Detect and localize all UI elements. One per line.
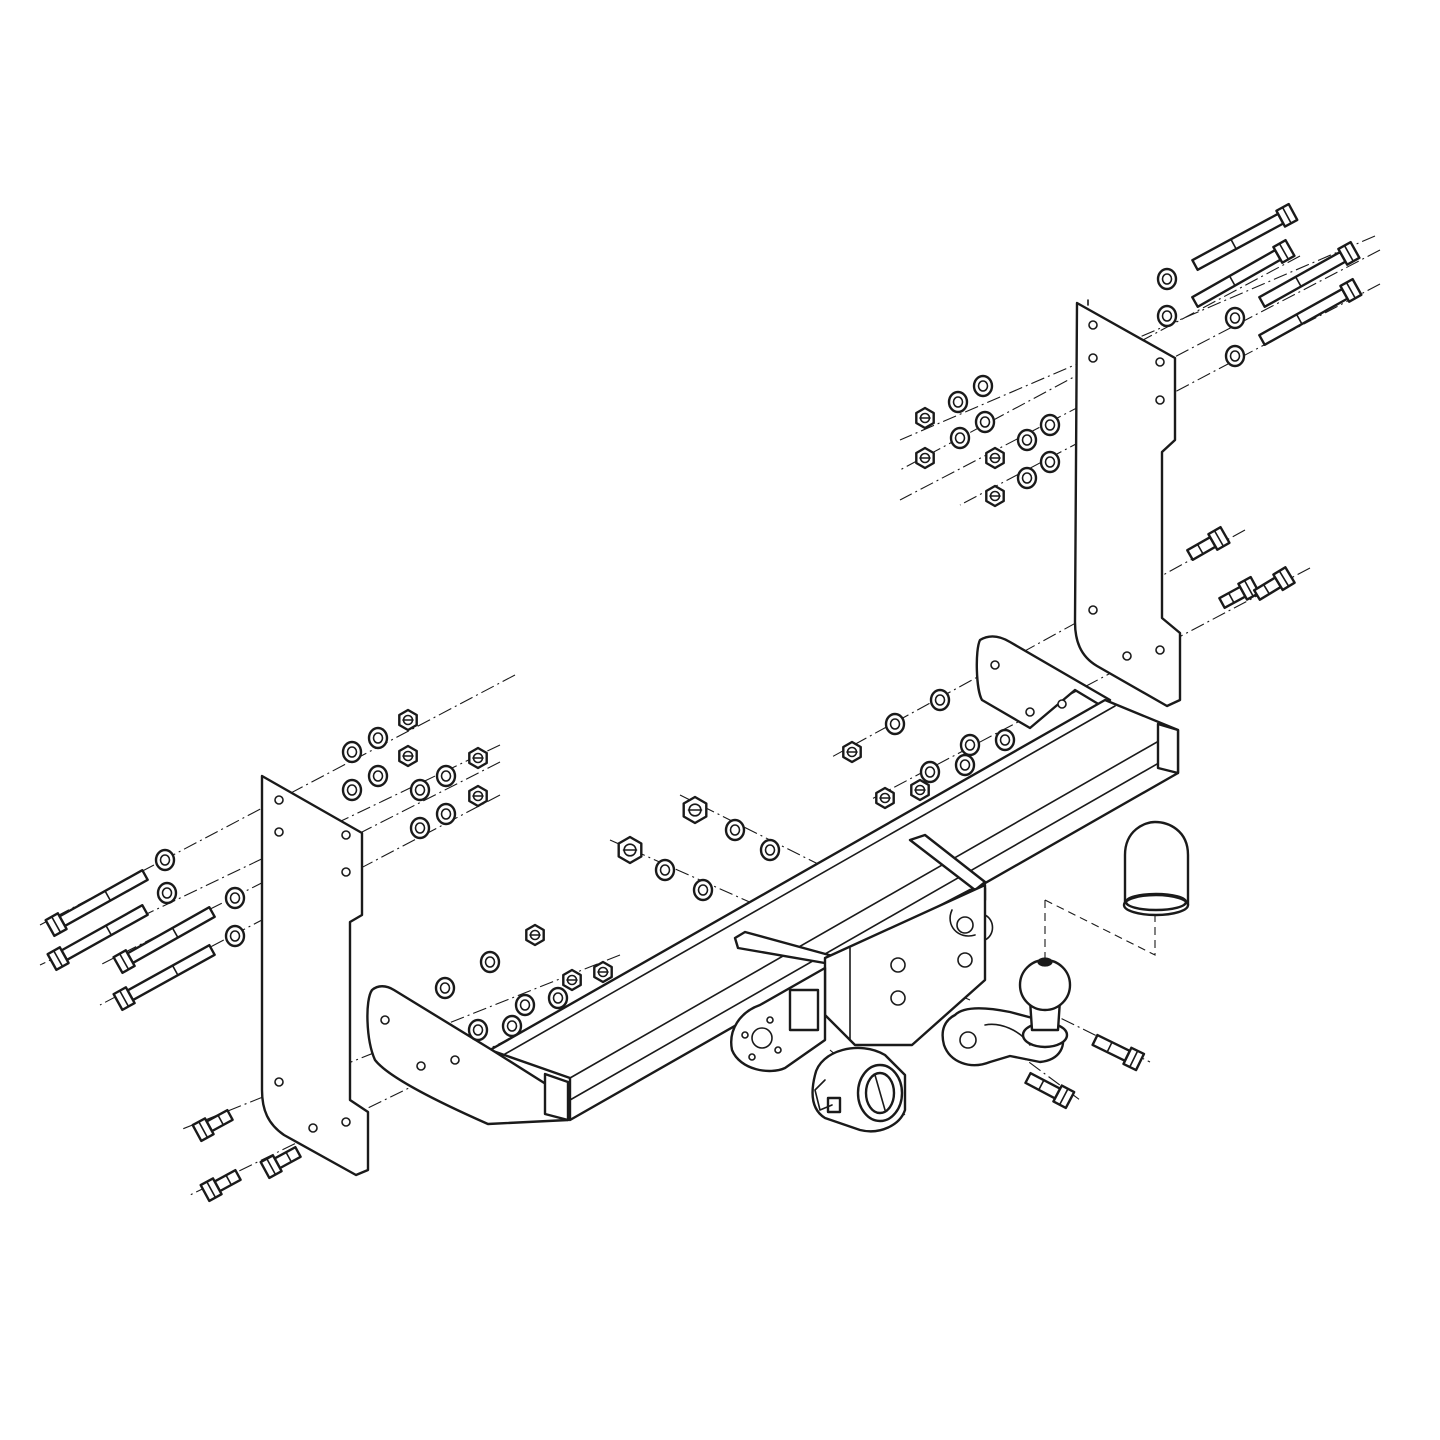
bolt <box>1258 277 1363 347</box>
washer <box>501 1014 523 1038</box>
nut <box>562 968 582 992</box>
cross-beam <box>366 635 1180 1126</box>
electrical-socket <box>811 1046 907 1133</box>
bolt <box>1218 575 1261 610</box>
washer <box>884 712 906 736</box>
washer <box>547 986 569 1010</box>
washer <box>1039 413 1061 437</box>
washer <box>467 1018 489 1042</box>
washer <box>759 838 781 862</box>
washer <box>409 816 431 840</box>
bolt <box>259 1145 302 1180</box>
nut <box>525 923 545 947</box>
bolt <box>199 1168 242 1203</box>
washer <box>409 778 431 802</box>
nut <box>915 406 935 430</box>
nut <box>985 484 1005 508</box>
washer <box>514 993 536 1017</box>
washer <box>724 818 746 842</box>
washer <box>929 688 951 712</box>
bolt <box>46 903 149 972</box>
washer <box>479 950 501 974</box>
tow-ball-cover <box>1122 820 1190 917</box>
washer <box>1224 344 1246 368</box>
washer <box>341 778 363 802</box>
socket-plate <box>730 966 827 1073</box>
nut <box>398 744 418 768</box>
washer <box>367 764 389 788</box>
bolt <box>191 1108 234 1143</box>
bolt <box>1258 240 1361 309</box>
washer <box>435 802 457 826</box>
left-bracket-plate <box>260 774 370 1177</box>
bolt <box>1252 566 1296 601</box>
washer <box>1039 450 1061 474</box>
nut <box>468 746 488 770</box>
bolt <box>112 943 216 1012</box>
washer <box>994 728 1016 752</box>
washer <box>224 924 246 948</box>
washer <box>919 760 941 784</box>
washer <box>949 426 971 450</box>
bolt <box>1024 1071 1076 1110</box>
nut <box>842 740 862 764</box>
nut <box>875 786 895 810</box>
nut <box>593 960 613 984</box>
washer <box>692 878 714 902</box>
washer <box>654 858 676 882</box>
washer <box>1156 267 1178 291</box>
washer <box>435 764 457 788</box>
washer <box>1016 428 1038 452</box>
nut <box>398 708 418 732</box>
bolt <box>1091 1033 1146 1072</box>
bolt <box>44 868 149 938</box>
assembly-axes <box>39 235 1381 1196</box>
nut <box>682 795 708 825</box>
washer <box>367 726 389 750</box>
bolt <box>112 906 216 975</box>
fasteners <box>44 202 1363 1203</box>
nut <box>617 835 643 865</box>
washer <box>341 740 363 764</box>
washer <box>959 733 981 757</box>
washer <box>947 390 969 414</box>
washer <box>954 753 976 777</box>
washer <box>972 374 994 398</box>
nut <box>910 778 930 802</box>
washer <box>154 848 176 872</box>
bolt <box>1191 202 1299 272</box>
washer <box>1224 306 1246 330</box>
tow-ball <box>941 957 1072 1067</box>
right-bracket-plate <box>1073 299 1182 708</box>
nut <box>915 446 935 470</box>
washer <box>156 881 178 905</box>
nut <box>985 446 1005 470</box>
washer <box>1016 466 1038 490</box>
bolt <box>1186 525 1231 561</box>
bolt <box>1191 238 1296 308</box>
washer <box>974 410 996 434</box>
washer <box>434 976 456 1000</box>
washer <box>224 886 246 910</box>
nut <box>468 784 488 808</box>
washer <box>1156 304 1178 328</box>
